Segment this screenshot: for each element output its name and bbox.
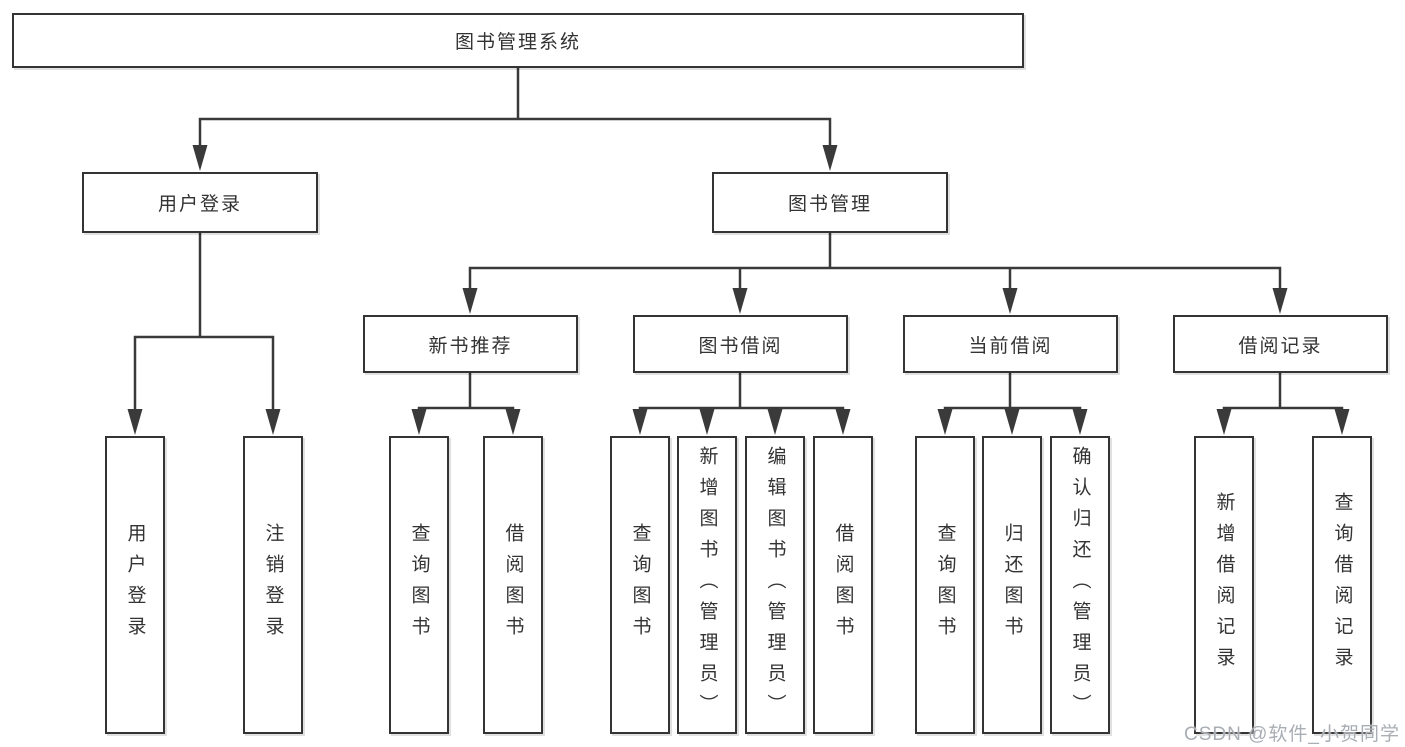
group-node-book-borrow: 图书借阅	[633, 315, 848, 373]
leaf-node-borrow-books-recommend: 借阅图书	[483, 436, 543, 734]
root-node-book-management-system: 图书管理系统	[12, 13, 1024, 68]
leaf-node-logout: 注销登录	[243, 436, 303, 734]
group-node-label: 当前借阅	[968, 335, 1053, 357]
leaf-node-label: 查询图书	[408, 523, 430, 647]
leaf-node-label: 确认归还（管理员）	[1069, 445, 1091, 725]
group-node-label: 新书推荐	[428, 335, 513, 357]
leaf-node-label: 新增图书（管理员）	[696, 445, 718, 725]
group-node-user-login: 用户登录	[82, 172, 318, 233]
leaf-node-edit-books-admin: 编辑图书（管理员）	[745, 436, 805, 734]
leaf-node-label: 查询图书	[629, 523, 651, 647]
leaf-node-label: 查询图书	[934, 523, 956, 647]
edges-borrow-records-to-leaves	[1216, 371, 1350, 435]
edges-book-borrow-to-leaves	[632, 371, 851, 435]
group-node-current-borrow: 当前借阅	[903, 315, 1118, 373]
leaf-node-label: 注销登录	[262, 523, 284, 647]
leaf-node-label: 借阅图书	[832, 523, 854, 647]
leaf-node-user-login: 用户登录	[105, 436, 165, 734]
csdn-watermark: CSDN @软件_小贺同学	[1184, 724, 1400, 745]
leaf-node-label: 新增借阅记录	[1213, 492, 1235, 678]
group-node-label: 借阅记录	[1238, 335, 1323, 357]
leaf-node-return-books: 归还图书	[982, 436, 1042, 734]
leaf-node-add-books-admin: 新增图书（管理员）	[677, 436, 737, 734]
leaf-node-query-books-recommend: 查询图书	[389, 436, 449, 734]
edges-book-mgmt-to-level2	[462, 232, 1288, 314]
leaf-node-borrow-books: 借阅图书	[813, 436, 873, 734]
leaf-node-label: 归还图书	[1001, 523, 1023, 647]
group-node-label: 用户登录	[157, 194, 242, 215]
group-node-label: 图书管理	[787, 194, 872, 215]
group-node-borrow-records: 借阅记录	[1173, 315, 1388, 373]
group-node-book-management: 图书管理	[712, 172, 948, 233]
leaf-node-add-borrow-record: 新增借阅记录	[1194, 436, 1254, 734]
group-node-new-book-recommend: 新书推荐	[363, 315, 578, 373]
edges-new-book-rec-to-leaves	[411, 371, 521, 435]
leaf-node-label: 编辑图书（管理员）	[764, 445, 786, 725]
leaf-node-query-books-current: 查询图书	[915, 436, 975, 734]
leaf-node-label: 查询借阅记录	[1331, 492, 1353, 678]
edges-current-borrow-to-leaves	[937, 371, 1088, 435]
leaf-node-query-borrow-record: 查询借阅记录	[1312, 436, 1372, 734]
leaf-node-label: 借阅图书	[502, 523, 524, 647]
leaf-node-label: 用户登录	[124, 523, 146, 647]
leaf-node-confirm-return-admin: 确认归还（管理员）	[1050, 436, 1110, 734]
root-node-label: 图书管理系统	[454, 32, 581, 53]
edges-root-to-level1	[192, 66, 838, 171]
leaf-node-query-books-borrow: 查询图书	[610, 436, 670, 734]
edges-user-login-to-leaves	[127, 231, 281, 435]
group-node-label: 图书借阅	[698, 335, 783, 357]
